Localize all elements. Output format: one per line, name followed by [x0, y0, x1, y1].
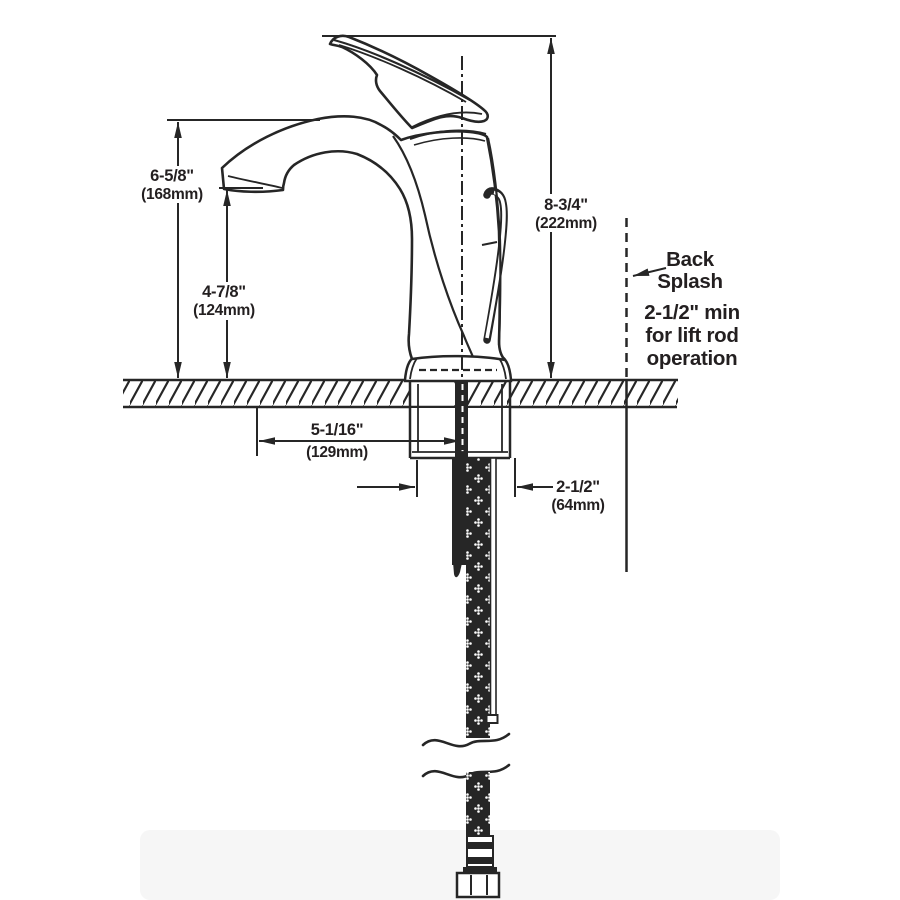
- backsplash-note-2: for lift rod: [645, 324, 738, 347]
- overall-height-label: 8-3/4": [544, 196, 588, 214]
- shank-width-metric: (64mm): [551, 497, 604, 514]
- backsplash-word-2: Splash: [657, 270, 722, 293]
- faucet-handle: [328, 34, 490, 130]
- supply-hose: [418, 457, 518, 899]
- spout-reach-label: 5-1/16": [311, 421, 364, 439]
- backsplash-arrow: [632, 267, 667, 277]
- shank-width-label: 2-1/2": [556, 478, 600, 496]
- braided-hose-lower: [466, 772, 490, 836]
- hose-connector-nut: [455, 835, 501, 899]
- body-right-edge: [486, 137, 502, 346]
- cap-seam-upper: [409, 129, 487, 140]
- dim-spout-height: 6-5/8" (168mm): [141, 119, 320, 378]
- counter-cross-section: [123, 378, 678, 409]
- cap-seam-lower: [413, 137, 486, 146]
- lift-rod: [481, 137, 508, 346]
- lift-rod-lower: [489, 457, 497, 717]
- faucet-body: [220, 115, 507, 362]
- backsplash-label: Back Splash: [632, 248, 723, 293]
- backsplash-note: 2-1/2" min for lift rod operation: [644, 301, 740, 370]
- spout-outline: [220, 115, 507, 362]
- background-shadow-band: [140, 830, 780, 900]
- backsplash-note-3: operation: [647, 347, 738, 370]
- spout-reach-metric: (129mm): [306, 444, 368, 461]
- backsplash-word-1: Back: [666, 248, 715, 271]
- counter-hatch: [123, 381, 678, 406]
- aerator-height-label: 4-7/8": [202, 283, 246, 301]
- spout-tip-detail: [227, 175, 283, 189]
- dim-overall-height: 8-3/4" (222mm): [322, 35, 599, 378]
- backsplash-note-1: 2-1/2" min: [644, 301, 740, 324]
- hose-break-symbol: [418, 732, 518, 779]
- aerator-height-metric: (124mm): [193, 302, 255, 319]
- braided-hose-upper: [466, 458, 490, 738]
- spout-height-metric: (168mm): [141, 186, 203, 203]
- spout-height-label: 6-5/8": [150, 167, 194, 185]
- overall-height-metric: (222mm): [535, 215, 597, 232]
- dim-spout-reach: 5-1/16" (129mm): [256, 408, 460, 461]
- dim-shank-width: 2-1/2" (64mm): [357, 458, 605, 514]
- dim-aerator-height: 4-7/8" (124mm): [193, 187, 263, 378]
- body-front-contour: [392, 135, 475, 358]
